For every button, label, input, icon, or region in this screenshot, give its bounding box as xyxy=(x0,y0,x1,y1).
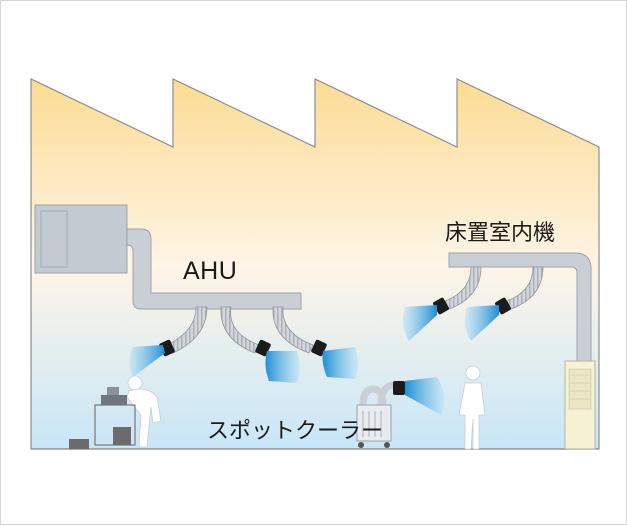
worker-icon xyxy=(126,375,162,448)
floor-flex-hose-2 xyxy=(506,266,544,310)
person-icon xyxy=(458,365,486,450)
machine-icon xyxy=(69,387,136,449)
floor-unit-label: 床置室内機 xyxy=(445,221,556,246)
floor-flex-hose-1 xyxy=(444,266,482,310)
factory-wall xyxy=(30,78,600,450)
ahu-duct xyxy=(126,228,302,310)
floor-airflow-2 xyxy=(464,305,499,341)
spot-cooler-airflow xyxy=(405,377,445,415)
floor-unit-icon xyxy=(564,360,596,450)
ahu-unit-icon xyxy=(34,204,128,274)
spot-cooler-nozzle xyxy=(393,381,405,395)
ahu-airflow-3 xyxy=(322,347,358,379)
ahu-flex-hose-2 xyxy=(220,306,260,354)
spot-cooler-icon xyxy=(356,381,396,448)
ahu-airflow-1 xyxy=(129,345,165,377)
ahu-flex-hose-1 xyxy=(166,306,208,354)
spot-cooler-label: スポットクーラー xyxy=(207,419,384,444)
floor-nozzle-1 xyxy=(433,297,449,315)
ahu-airflow-2 xyxy=(265,351,300,383)
ahu-flex-hose-3 xyxy=(272,306,314,354)
floor-airflow-1 xyxy=(402,305,437,341)
floor-nozzle-2 xyxy=(495,297,511,315)
ahu-label: AHU xyxy=(183,257,238,285)
